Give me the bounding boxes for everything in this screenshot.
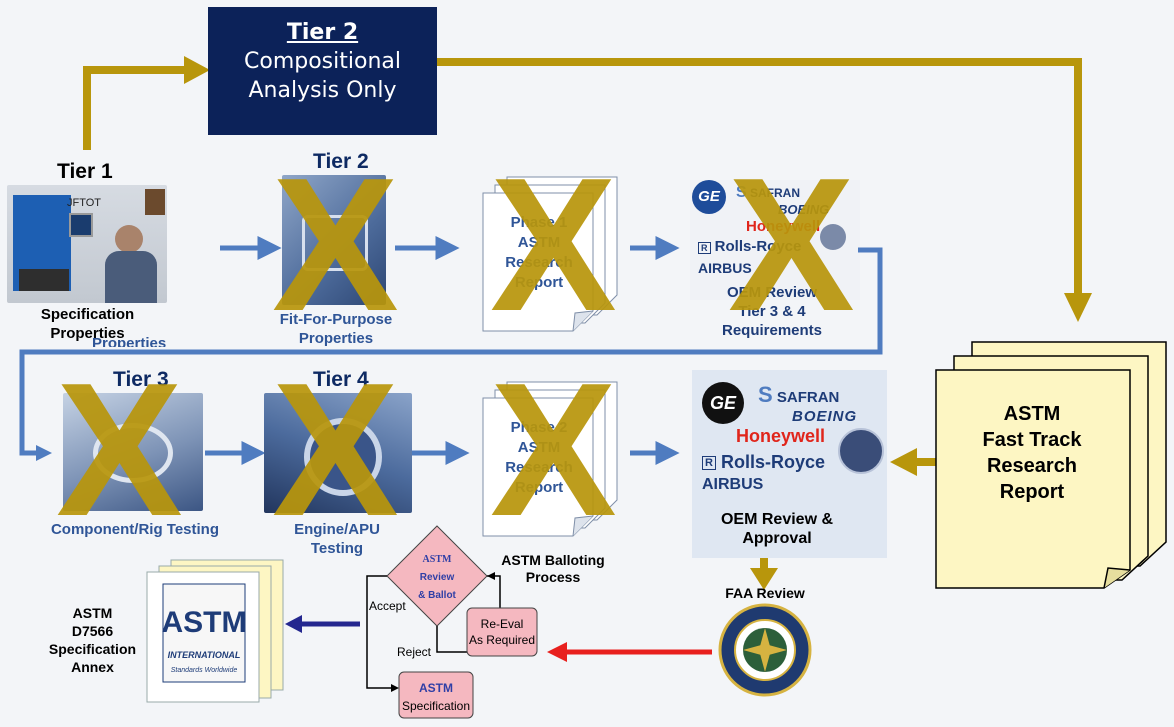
phase1-line2: ASTM xyxy=(518,234,561,251)
ballot-diamond-line1: ASTM xyxy=(423,554,452,565)
instrument-screen xyxy=(69,213,93,237)
tier2-box-line2: Analysis Only xyxy=(248,78,397,103)
balloting-process-caption: ASTM Balloting Process xyxy=(501,552,605,585)
phase1-line4: Report xyxy=(515,274,563,291)
safran-logo-text: S SAFRAN xyxy=(736,184,801,201)
phase1-line3: Research xyxy=(505,254,573,271)
phase1-line1: Phase 1 xyxy=(511,214,568,231)
oem-approval-caption: OEM Review & Approval xyxy=(720,511,834,547)
jftot-label: JFTOT xyxy=(67,197,102,209)
phase2-line1: Phase 2 xyxy=(511,419,568,436)
oem-logos-top: GE S SAFRAN BOEING Honeywell R Rolls-Roy… xyxy=(690,180,860,300)
fast-track-line3: Research xyxy=(987,455,1077,477)
jftot-lab-photo: JFTOT xyxy=(7,185,167,303)
faa-review-caption: FAA Review xyxy=(725,585,805,601)
reject-label: Reject xyxy=(397,645,432,659)
technician-body xyxy=(105,251,157,303)
phase2-line2: ASTM xyxy=(518,439,561,456)
astm-logo-brand: INTERNATIONAL xyxy=(168,650,241,660)
component-rig-photo xyxy=(63,393,203,511)
fit-for-purpose-image xyxy=(282,175,386,305)
rolls-royce-logo-text: R Rolls-Royce xyxy=(698,238,801,255)
ge-logo-icon: GE xyxy=(692,180,726,214)
faa-seal-icon xyxy=(718,603,812,697)
fast-track-line2: Fast Track xyxy=(983,429,1083,451)
phase2-line3: Research xyxy=(505,459,573,476)
airbus-logo: AIRBUS xyxy=(702,476,764,493)
spec-properties-caption: Specification Properties xyxy=(40,306,135,342)
safran-logo: S SAFRAN xyxy=(758,382,840,407)
phase2-line4: Report xyxy=(515,479,563,496)
pratt-whitney-eagle-logo-icon xyxy=(838,428,884,474)
ballot-diamond-line3: & Ballot xyxy=(418,590,456,601)
engine-apu-photo xyxy=(264,393,412,513)
honeywell-logo-text: Honeywell xyxy=(746,218,821,235)
technician-head xyxy=(115,225,143,253)
tier1-heading: Tier 1 xyxy=(57,160,113,183)
boeing-logo-text: BOEING xyxy=(778,202,830,217)
airbus-logo-text: AIRBUS xyxy=(698,260,752,276)
astm-spec-box-line1: ASTM xyxy=(419,681,453,695)
accept-label: Accept xyxy=(369,599,406,613)
component-rig-caption: Component/Rig Testing xyxy=(50,521,220,538)
astm-logo-icon: ASTM xyxy=(162,606,247,639)
fast-track-line1: ASTM xyxy=(1004,403,1061,425)
pratt-whitney-eagle-icon xyxy=(820,224,846,250)
astm-d7566-doc-stack: ASTM INTERNATIONAL Standards Worldwide xyxy=(146,559,284,703)
honeywell-logo: Honeywell xyxy=(736,426,826,446)
tier2-heading: Tier 2 xyxy=(313,150,369,173)
reeval-line1: Re-Eval xyxy=(481,617,524,631)
oem-requirements-caption: OEM Review Tier 3 & 4 Requirements xyxy=(721,284,823,339)
astm-spec-box-line2: Specification xyxy=(402,699,470,713)
rolls-royce-logo: R Rolls-Royce xyxy=(702,452,825,473)
astm-logo-tagline: Standards Worldwide xyxy=(171,667,238,674)
fast-track-line4: Report xyxy=(1000,481,1065,503)
reeval-line2: As Required xyxy=(469,633,535,647)
spec-properties-hidden-caption: Properties xyxy=(92,337,167,347)
phase2-report-doc: Phase 2 ASTM Research Report xyxy=(482,381,618,537)
ballot-diamond-line2: Review xyxy=(420,572,455,583)
tier4-heading: Tier 4 xyxy=(313,368,369,391)
oem-approval-panel: GE S SAFRAN BOEING Honeywell R Rolls-Roy… xyxy=(692,370,887,558)
boeing-logo: BOEING xyxy=(792,408,858,425)
astm-d7566-caption: ASTM D7566 Specification Annex xyxy=(48,605,137,675)
phase1-report-doc: Phase 1 ASTM Research Report xyxy=(482,176,618,332)
astm-ballot-flowchart: ASTM Review & Ballot Accept Reject Re-Ev… xyxy=(366,525,538,719)
tier3-heading: Tier 3 xyxy=(113,368,169,391)
ffp-caption: Fit-For-Purpose Properties xyxy=(279,311,393,347)
tier2-box-heading: Tier 2 xyxy=(286,20,359,45)
ge-monogram-icon: GE xyxy=(702,382,744,424)
tier2-box-line1: Compositional xyxy=(244,49,401,74)
fast-track-report-doc: ASTM Fast Track Research Report xyxy=(935,341,1167,589)
engine-apu-caption: Engine/APU Testing xyxy=(294,521,380,557)
tier2-compositional-box: Tier 2 Compositional Analysis Only xyxy=(208,7,437,135)
